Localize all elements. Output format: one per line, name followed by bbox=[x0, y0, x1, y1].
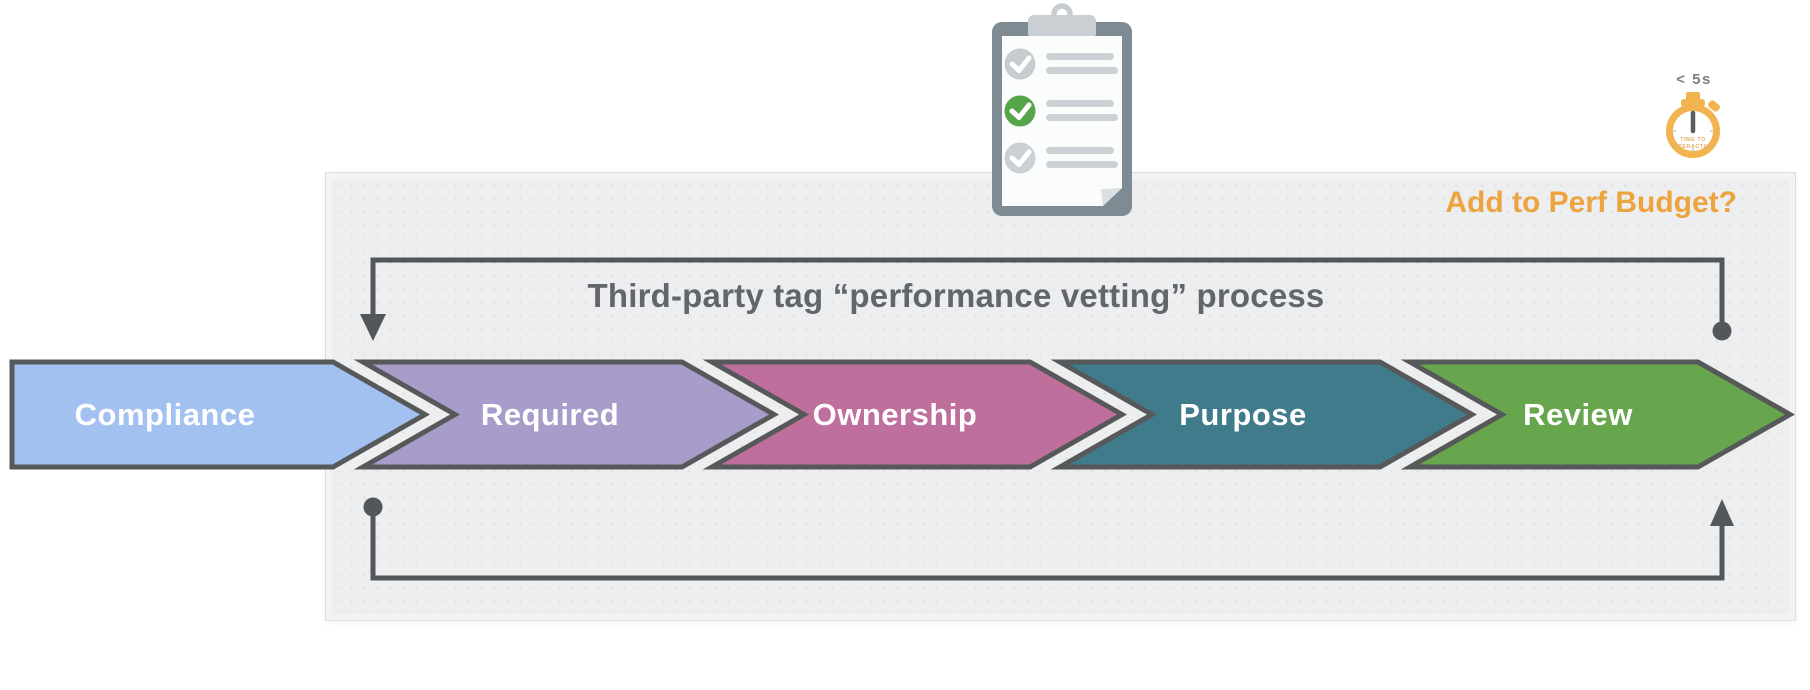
arrow-up-icon bbox=[1710, 499, 1734, 526]
check-mark-icon bbox=[1009, 55, 1032, 73]
list-line bbox=[1046, 100, 1114, 107]
stopwatch-icon: TIME TO INTERACTIVE bbox=[1666, 92, 1720, 158]
list-line bbox=[1046, 53, 1114, 60]
check-mark-icon bbox=[1009, 149, 1032, 167]
clipboard-clip bbox=[1028, 15, 1096, 39]
loop-bottom-line bbox=[370, 516, 1725, 581]
stage-label-review: Review bbox=[1523, 396, 1633, 432]
checklist-row-1 bbox=[1004, 48, 1118, 80]
checklist-clipboard-icon bbox=[992, 3, 1132, 216]
stage-arrow-purpose bbox=[1050, 359, 1478, 470]
checklist-row-3 bbox=[1004, 142, 1118, 174]
stopwatch-dial-label-line1: TIME TO bbox=[1680, 137, 1706, 143]
loop-top-origin-dot bbox=[1712, 321, 1732, 341]
list-line bbox=[1046, 147, 1114, 154]
stopwatch-ticks bbox=[1672, 130, 1714, 152]
diagram-title: Third-party tag “performance vetting” pr… bbox=[587, 277, 1325, 314]
stage-label-ownership: Ownership bbox=[812, 396, 978, 432]
list-line bbox=[1046, 161, 1118, 168]
arrow-down-icon bbox=[360, 314, 386, 341]
stage-chevrons bbox=[9, 359, 1796, 470]
stage-arrow-compliance bbox=[9, 359, 431, 470]
stopwatch-side-pusher bbox=[1708, 100, 1720, 112]
stage-label-purpose: Purpose bbox=[1179, 396, 1307, 432]
stage-arrow-review bbox=[1400, 359, 1796, 470]
clipboard-paper-fold bbox=[1101, 188, 1122, 206]
stopwatch-dial-label-line2: INTERACTIVE bbox=[1672, 144, 1714, 150]
stage-arrow-required bbox=[353, 359, 780, 470]
stage-label-required: Required bbox=[480, 396, 620, 432]
time-to-interactive-value: < 5s bbox=[1676, 71, 1712, 88]
feedback-loop-bottom bbox=[363, 497, 1734, 581]
feedback-loop-top bbox=[360, 257, 1732, 341]
loop-top-line bbox=[370, 257, 1725, 324]
loop-bottom-origin-dot bbox=[363, 497, 383, 517]
check-mark-icon bbox=[1009, 102, 1032, 120]
list-line bbox=[1046, 67, 1118, 74]
checklist-row-2 bbox=[1004, 95, 1118, 127]
stage-label-compliance: Compliance bbox=[74, 396, 256, 432]
stage-arrow-ownership bbox=[702, 359, 1128, 470]
list-line bbox=[1046, 114, 1118, 121]
perf-budget-question: Add to Perf Budget? bbox=[1445, 186, 1737, 219]
